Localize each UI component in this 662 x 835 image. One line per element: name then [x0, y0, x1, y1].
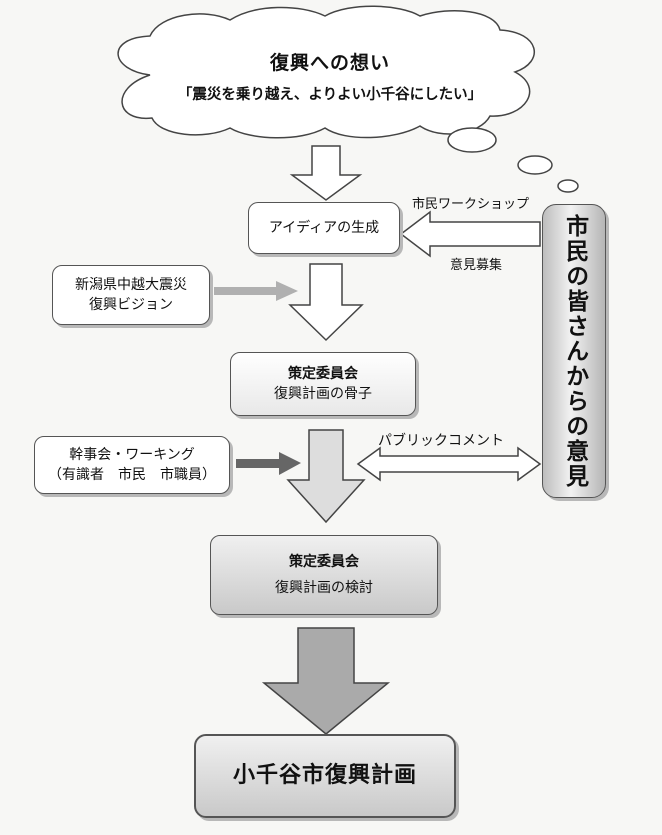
double-arrow-public-comment [356, 446, 542, 482]
committee2-box: 策定委員会 復興計画の検討 [210, 535, 438, 615]
cloud-title: 復興への想い [269, 52, 390, 74]
down-arrow-1 [289, 145, 363, 201]
thought-cloud: 復興への想い 「震災を乗り越え、よりよい小千谷にしたい」 [150, 36, 510, 116]
final-plan-label: 小千谷市復興計画 [232, 763, 417, 789]
ideas-box: アイディアの生成 [248, 202, 400, 254]
niigata-line2: 復興ビジョン [89, 297, 173, 313]
working-arrow [236, 452, 301, 475]
public-comment-label: パブリックコメント [378, 433, 504, 449]
committee1-title: 策定委員会 [288, 365, 358, 382]
opinion-call-label: 意見募集 [450, 258, 503, 273]
working-group-box: 幹事会・ワーキング （有識者 市民 市職員） [34, 436, 230, 494]
committee1-subtitle: 復興計画の骨子 [274, 386, 372, 402]
workshop-label: 市民ワークショップ [412, 197, 530, 212]
final-plan-box: 小千谷市復興計画 [194, 734, 456, 818]
citizens-opinions-column: 市民の皆さんからの意見 [542, 204, 606, 498]
committee2-title: 策定委員会 [289, 553, 359, 570]
niigata-vision-box: 新潟県中越大震災 復興ビジョン [52, 265, 210, 325]
ideas-label: アイディアの生成 [268, 219, 380, 236]
committee2-subtitle: 復興計画の検討 [275, 580, 373, 596]
working-line1: 幹事会・ワーキング [69, 446, 195, 463]
thought-cloud-shape [117, 5, 535, 139]
citizens-opinions-label: 市民の皆さんからの意見 [561, 213, 588, 489]
down-arrow-3 [286, 429, 366, 524]
niigata-arrow [214, 281, 298, 301]
cloud-subtitle: 「震災を乗り越え、よりよい小千谷にしたい」 [177, 87, 483, 103]
thought-bubbles [447, 127, 579, 193]
down-arrow-4 [261, 627, 391, 735]
niigata-line1: 新潟県中越大震災 [75, 276, 187, 293]
down-arrow-2 [288, 263, 364, 342]
left-arrow-workshop [399, 210, 541, 258]
working-line2: （有識者 市民 市職員） [48, 467, 216, 483]
committee1-box: 策定委員会 復興計画の骨子 [230, 352, 416, 416]
